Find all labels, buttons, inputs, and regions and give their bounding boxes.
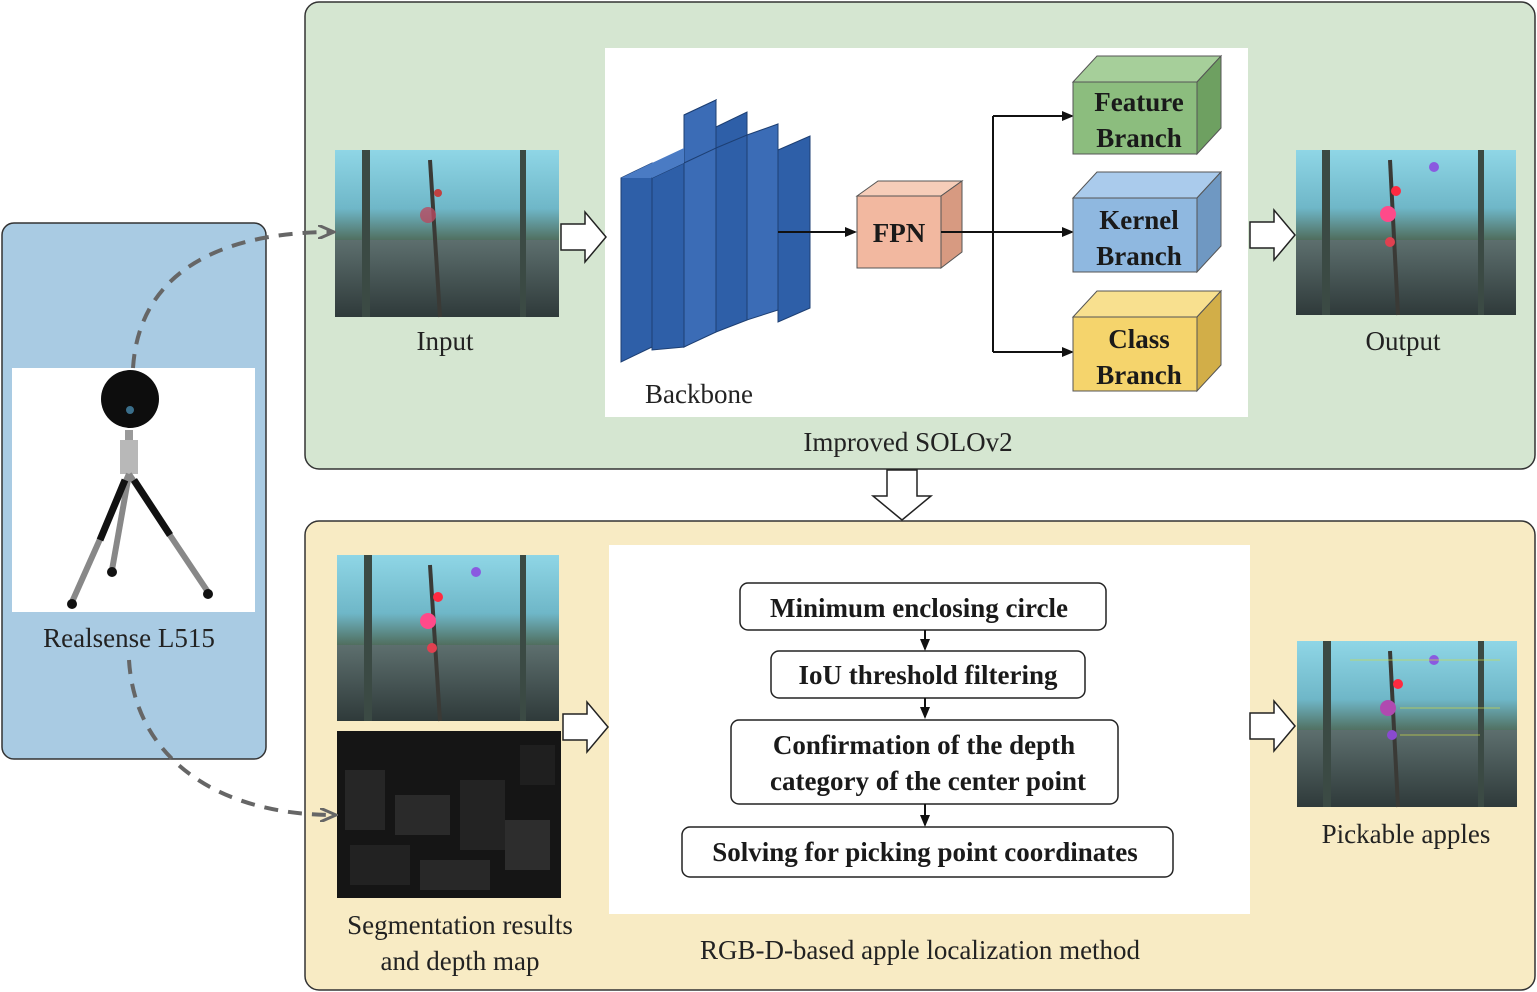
dashed-arrow-to-input [131,232,332,369]
input-image [335,150,559,318]
kernel-branch-cube [1071,170,1223,274]
pickable-apples-image [1297,641,1517,808]
step-3-text-2: category of the center point [770,766,1086,796]
hollow-arrow-pickable [1249,698,1296,754]
dashed-arrow-to-depth [127,659,334,815]
step-box-4 [681,826,1174,878]
step-4-text: Solving for picking point coordinates [712,837,1138,867]
hollow-arrow-method [562,699,609,755]
fpn-label: FPN [873,218,926,248]
hollow-arrow-input [560,209,607,265]
segmentation-image [337,555,559,722]
pickable-label: Pickable apples [1322,819,1491,849]
depth-map-image [337,731,561,898]
fpn-cube [855,180,964,270]
seg-label-2: and depth map [381,946,540,976]
hollow-arrow-output [1249,207,1296,263]
feature-branch-cube [1071,54,1223,156]
bottom-panel-title: RGB-D-based apple localization method [700,935,1141,965]
class-branch-label-2: Branch [1096,360,1182,390]
step-2-text: IoU threshold filtering [798,660,1058,690]
kernel-branch-label-2: Branch [1096,241,1182,271]
backbone-label: Backbone [645,379,753,409]
kernel-branch-label-1: Kernel [1099,205,1179,235]
feature-branch-label-1: Feature [1094,87,1183,117]
input-label: Input [417,326,474,356]
step-box-1 [739,582,1107,631]
camera-label: Realsense L515 [43,623,215,653]
backbone-blocks [620,98,811,363]
hollow-arrow-down [870,469,934,521]
step-1-text: Minimum enclosing circle [770,593,1068,623]
feature-branch-label-2: Branch [1096,123,1182,153]
camera-icon [67,370,213,609]
branch-connectors [941,111,1074,357]
step-3-text-1: Confirmation of the depth [773,730,1075,760]
output-image [1296,150,1516,316]
step-box-2 [770,650,1086,699]
class-branch-label-1: Class [1108,324,1170,354]
output-label: Output [1365,326,1441,356]
top-panel-title: Improved SOLOv2 [803,427,1012,457]
seg-label-1: Segmentation results [347,910,573,940]
class-branch-cube [1071,289,1223,393]
